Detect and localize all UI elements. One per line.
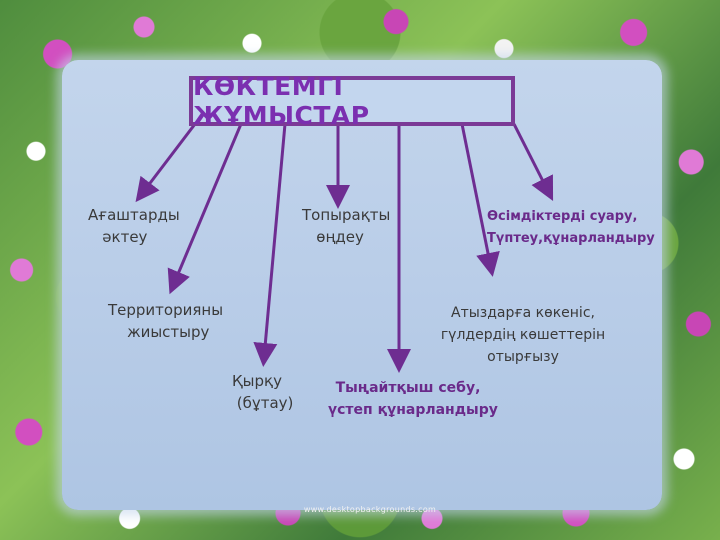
- node-line: жиыстыру: [108, 323, 210, 341]
- node-kyrku: Қырқу (бұтау): [232, 370, 293, 414]
- node-line: Атыздарға көкеніс,: [451, 305, 595, 321]
- title-box: КӨКТЕМГІ ЖҰМЫСТАР: [189, 72, 515, 130]
- node-line: Қырқу: [232, 372, 282, 390]
- node-agashtardy: Ағаштарды әктеу: [88, 204, 180, 248]
- node-line: Территорияны: [108, 301, 224, 319]
- node-osimdikterdi: Өсімдіктерді суару, Түптеу,құнарландыру: [487, 206, 655, 250]
- node-line: (бұтау): [232, 394, 294, 412]
- arrow-osimdikterdi: [512, 123, 554, 202]
- node-line: Тыңайтқыш себу,: [335, 380, 481, 396]
- arrow-kyrku: [253, 123, 287, 367]
- diagram-title: КӨКТЕМГІ ЖҰМЫСТАР: [193, 72, 370, 130]
- node-line: Түптеу,құнарландыру: [487, 231, 655, 246]
- arrow-agashtardy: [135, 123, 197, 203]
- node-line: Ағаштарды: [88, 206, 180, 224]
- node-territoriya: Территорияны жиыстыру: [108, 299, 223, 343]
- arrow-atyzdarga: [460, 123, 500, 277]
- node-line: гүлдердің көшеттерін: [440, 327, 606, 343]
- node-line: Топырақты: [302, 206, 391, 224]
- diagram-panel: [62, 60, 662, 510]
- node-line: әктеу: [88, 228, 148, 246]
- node-tynaitkysh: Тыңайтқыш себу, үстеп құнарландыру: [328, 377, 498, 421]
- watermark-text: www.desktopbackgrounds.com: [303, 505, 437, 514]
- arrow-territoriya: [167, 123, 243, 295]
- node-line: үстеп құнарландыру: [328, 402, 498, 418]
- node-topyrakty: Топырақты өңдеу: [302, 204, 390, 248]
- node-line: отырғызу: [487, 349, 559, 365]
- node-line: өңдеу: [302, 228, 364, 246]
- node-line: Өсімдіктерді суару,: [487, 209, 638, 224]
- node-atyzdarga: Атыздарға көкеніс, гүлдердің көшеттерін …: [438, 302, 608, 368]
